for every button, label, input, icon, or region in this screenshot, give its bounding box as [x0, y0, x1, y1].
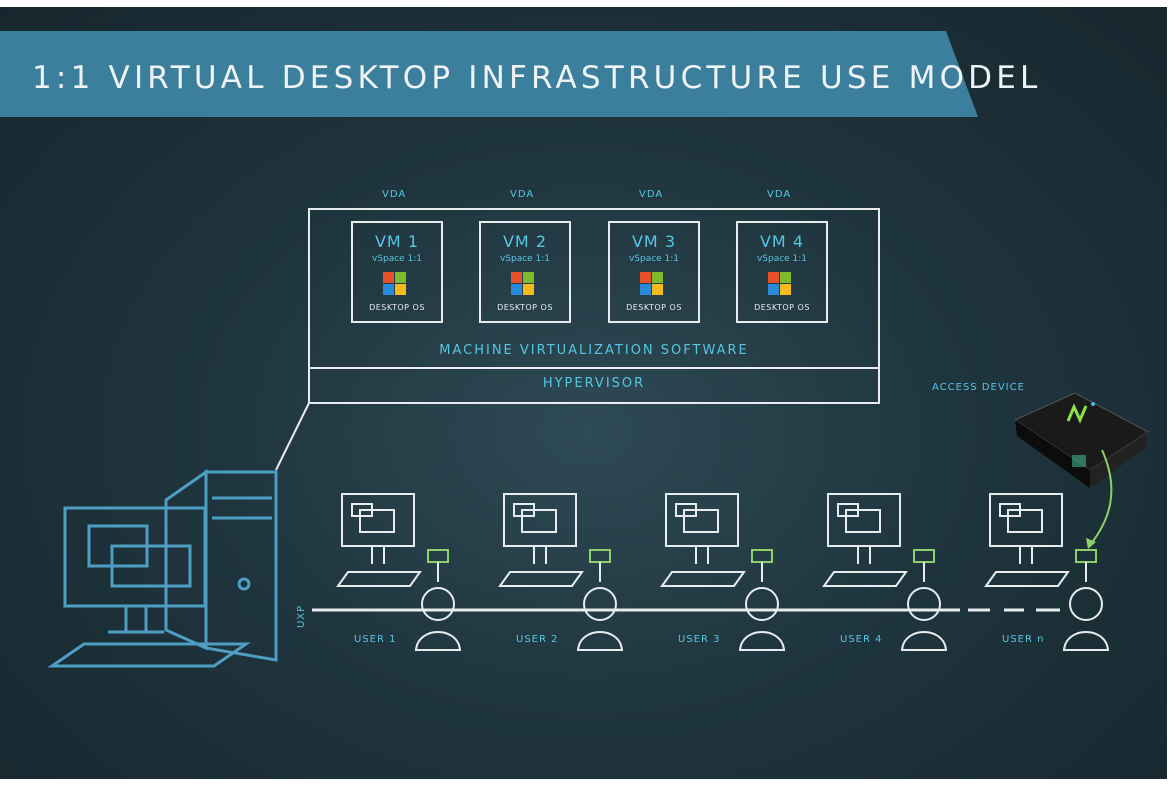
ncomputing-device-icon	[1013, 392, 1149, 488]
vm-subtitle: vSpace 1:1	[371, 254, 423, 264]
vm-name: VM 1	[374, 232, 419, 251]
access-device-icon	[1075, 549, 1097, 563]
uxp-label: UXP	[296, 604, 307, 628]
windows-logo-icon	[640, 272, 663, 295]
host-computer-icon	[47, 469, 278, 668]
window-icon	[845, 509, 881, 533]
vm-box	[479, 221, 571, 323]
user-label: USER 4	[840, 634, 883, 645]
user-label: USER 1	[354, 634, 397, 645]
windows-logo-icon	[511, 272, 534, 295]
title-banner	[0, 31, 980, 117]
user-label: USER n	[1002, 634, 1045, 645]
monitor-icon	[503, 493, 577, 547]
user-body-icon	[900, 631, 948, 651]
arrow-head-icon	[1086, 538, 1096, 549]
vm-subtitle: vSpace 1:1	[499, 254, 551, 264]
vda-label: VDA	[510, 189, 535, 200]
access-device-icon	[589, 549, 611, 563]
access-device-icon	[427, 549, 449, 563]
user-station	[336, 493, 462, 651]
frame-border	[0, 0, 1174, 7]
user-label: USER 3	[678, 634, 721, 645]
user-body-icon	[1062, 631, 1110, 651]
user-body-icon	[414, 631, 462, 651]
user-label: USER 2	[516, 634, 559, 645]
user-station	[984, 493, 1110, 651]
vda-label: VDA	[382, 189, 407, 200]
user-station	[822, 493, 948, 651]
vm-name: VM 3	[631, 232, 676, 251]
vm-os-label: DESKTOP OS	[626, 303, 682, 312]
keyboard-icon	[498, 571, 584, 587]
vm-name: VM 2	[502, 232, 547, 251]
vda-label: VDA	[639, 189, 664, 200]
access-device-icon	[913, 549, 935, 563]
access-device-icon	[751, 549, 773, 563]
keyboard-icon	[336, 571, 422, 587]
windows-logo-icon	[383, 272, 406, 295]
vm-box	[351, 221, 443, 323]
vm-name: VM 4	[759, 232, 804, 251]
user-station	[660, 493, 786, 651]
user-body-icon	[738, 631, 786, 651]
monitor-icon	[827, 493, 901, 547]
vm-os-label: DESKTOP OS	[369, 303, 425, 312]
monitor-icon	[341, 493, 415, 547]
user-head-icon	[907, 587, 941, 621]
window-icon	[359, 509, 395, 533]
frame-border	[1167, 0, 1174, 785]
user-head-icon	[421, 587, 455, 621]
windows-logo-icon	[768, 272, 791, 295]
monitor-icon	[665, 493, 739, 547]
vm-box	[608, 221, 700, 323]
frame-border	[0, 779, 1174, 785]
user-head-icon	[745, 587, 779, 621]
keyboard-icon	[822, 571, 908, 587]
user-head-icon	[583, 587, 617, 621]
virtualization-software-label: MACHINE VIRTUALIZATION SOFTWARE	[439, 343, 749, 358]
hypervisor-label: HYPERVISOR	[542, 376, 646, 391]
connector-line	[275, 402, 310, 471]
vm-subtitle: vSpace 1:1	[756, 254, 808, 264]
monitor-icon	[989, 493, 1063, 547]
window-icon	[521, 509, 557, 533]
user-head-icon	[1069, 587, 1103, 621]
server-box	[308, 208, 880, 404]
access-arrow	[1089, 449, 1113, 546]
user-body-icon	[576, 631, 624, 651]
keyboard-icon	[660, 571, 746, 587]
vm-os-label: DESKTOP OS	[754, 303, 810, 312]
vm-os-label: DESKTOP OS	[497, 303, 553, 312]
user-station	[498, 493, 624, 651]
keyboard-icon	[984, 571, 1070, 587]
access-device-label: ACCESS DEVICE	[932, 382, 1025, 393]
window-icon	[1007, 509, 1043, 533]
vm-subtitle: vSpace 1:1	[628, 254, 680, 264]
page-title: 1:1 VIRTUAL DESKTOP INFRASTRUCTURE USE M…	[32, 60, 1042, 96]
vm-box	[736, 221, 828, 323]
window-icon	[683, 509, 719, 533]
vda-label: VDA	[767, 189, 792, 200]
